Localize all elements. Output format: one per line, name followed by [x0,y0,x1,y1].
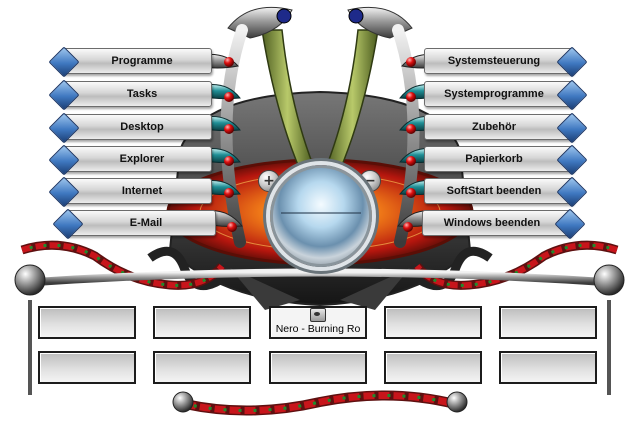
menu-tasks-button[interactable]: Tasks [48,79,212,111]
taskbar-slot-9[interactable] [384,351,482,384]
menu-label: Desktop [120,121,164,133]
menu-zubehoer-button[interactable]: Zubehör [424,112,588,144]
taskbar-slot-6[interactable] [38,351,136,384]
menu-label: Systemprogramme [444,88,544,100]
menu-systemsteuerung-button[interactable]: Systemsteuerung [424,46,588,78]
taskbar-slot-4[interactable] [384,306,482,339]
menu-desktop-button[interactable]: Desktop [48,112,212,144]
menu-label: SoftStart beenden [446,185,542,197]
taskbar-slot-1[interactable] [38,306,136,339]
menu-label: Tasks [126,88,158,100]
menu-label: Internet [121,185,163,197]
menu-systemprogramme-button[interactable]: Systemprogramme [424,79,588,111]
menu-internet-button[interactable]: Internet [48,176,212,208]
taskbar-slot-8[interactable] [269,351,367,384]
taskbar-slot-2[interactable] [153,306,251,339]
menu-label: Zubehör [472,121,516,133]
menu-explorer-button[interactable]: Explorer [48,144,212,176]
menu-label: Systemsteuerung [447,55,541,67]
zoom-out-button[interactable]: − [359,170,381,192]
taskbar-slot-10[interactable] [499,351,597,384]
menu-label: Papierkorb [465,153,523,165]
menu-email-button[interactable]: E-Mail [52,208,216,240]
menu-label: Windows beenden [443,217,541,229]
menu-label: E-Mail [129,217,163,229]
menu-papierkorb-button[interactable]: Papierkorb [424,144,588,176]
nero-app-icon [310,308,326,322]
chrome-orb-icon[interactable] [270,165,372,267]
menu-programme-button[interactable]: Programme [48,46,212,78]
taskbar-slot-5[interactable] [499,306,597,339]
zoom-in-button[interactable]: + [258,170,280,192]
menu-label: Explorer [119,153,165,165]
menu-softstart-beenden-button[interactable]: SoftStart beenden [424,176,588,208]
taskbar-slot-nero[interactable]: Nero - Burning Ro [269,306,367,339]
taskbar-slot-label: Nero - Burning Ro [275,323,361,335]
menu-label: Programme [111,55,173,67]
menu-windows-beenden-button[interactable]: Windows beenden [422,208,586,240]
taskbar-slot-7[interactable] [153,351,251,384]
